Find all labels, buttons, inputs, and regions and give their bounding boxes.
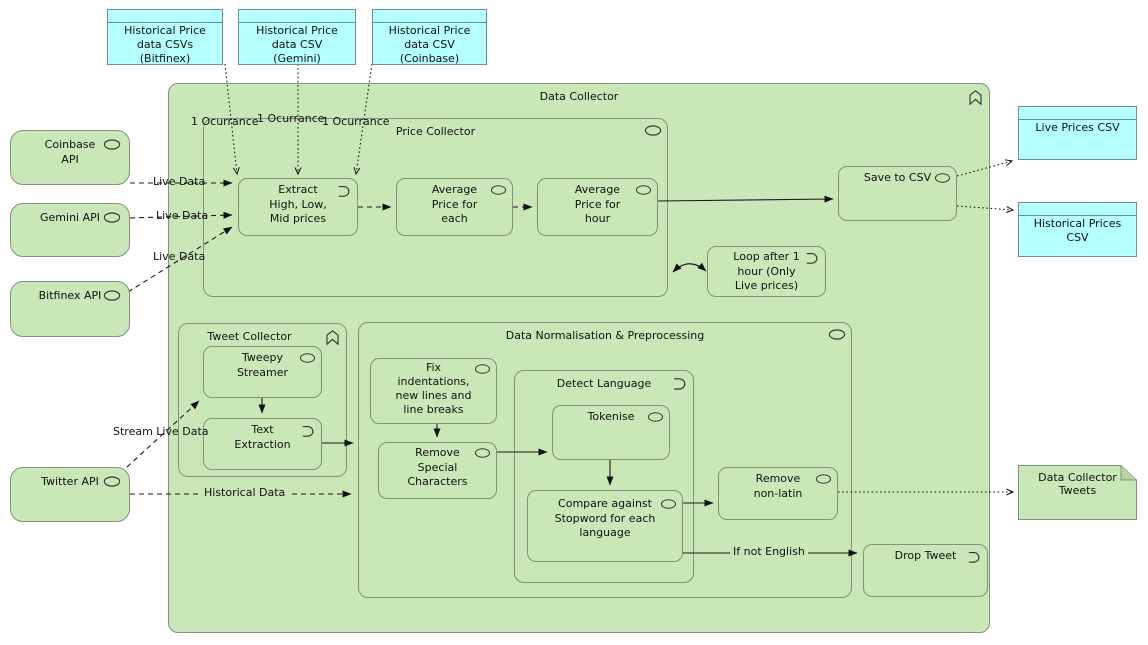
service-ellipse-icon	[103, 138, 121, 151]
interaction-icon	[965, 550, 982, 564]
service-ellipse-icon	[828, 328, 846, 341]
service-ellipse-icon	[644, 124, 662, 137]
node-save-to-csv[interactable]: Save to CSV	[838, 166, 957, 221]
node-coinbase-api[interactable]: Coinbase API	[10, 130, 130, 185]
artifact-historical-csv-gemini[interactable]: Historical Price data CSV (Gemini)	[238, 9, 356, 65]
service-ellipse-icon	[490, 184, 507, 196]
node-text-extraction[interactable]: Text Extraction	[203, 418, 322, 470]
artifact-header-band	[373, 10, 486, 23]
node-label: Average Price for each	[431, 183, 478, 225]
node-label: Average Price for hour	[574, 183, 621, 225]
edge-label-ocurrance-1: 1 Ocurrance	[191, 115, 259, 128]
node-label: Save to CSV	[863, 171, 932, 184]
artifact-historical-prices-csv[interactable]: Historical Prices CSV	[1018, 202, 1137, 257]
artifact-historical-csv-bitfinex[interactable]: Historical Price data CSVs (Bitfinex)	[107, 9, 223, 65]
artifact-label: Historical Prices CSV	[1033, 217, 1122, 244]
node-label: Tokenise	[587, 410, 635, 423]
interaction-icon	[803, 251, 820, 265]
interaction-icon	[335, 184, 352, 198]
node-fix-indentations[interactable]: Fix indentations, new lines and line bre…	[370, 358, 497, 424]
node-extract-prices[interactable]: Extract High, Low, Mid prices	[238, 178, 358, 236]
node-label: Bitfinex API	[38, 289, 102, 302]
artifact-header-band	[108, 10, 222, 23]
service-ellipse-icon	[299, 352, 316, 364]
interaction-icon	[670, 376, 688, 391]
service-ellipse-icon	[815, 473, 832, 485]
node-label: Drop Tweet	[894, 549, 957, 562]
edge-label-if-not-english: If not English	[730, 545, 808, 558]
service-ellipse-icon	[103, 211, 121, 224]
artifact-historical-csv-coinbase[interactable]: Historical Price data CSV (Coinbase)	[372, 9, 487, 65]
node-tokenise[interactable]: Tokenise	[552, 405, 670, 460]
node-average-price-each[interactable]: Average Price for each	[396, 178, 513, 236]
artifact-header-band	[1019, 203, 1136, 216]
service-ellipse-icon	[635, 184, 652, 196]
node-label: Extract High, Low, Mid prices	[269, 183, 327, 225]
service-ellipse-icon	[660, 498, 677, 510]
node-label: Twitter API	[41, 475, 99, 488]
node-label: Remove non-latin	[753, 472, 803, 500]
node-compare-stopword[interactable]: Compare against Stopword for each langua…	[527, 490, 683, 562]
edge-label-historical-data: Historical Data	[201, 486, 289, 499]
container-title: Detect Language	[556, 377, 652, 390]
folded-corner-icon	[1120, 465, 1137, 481]
artifact-header-band	[239, 10, 355, 23]
container-title: Data Collector	[539, 90, 619, 103]
folded-corner-shape	[1018, 465, 1137, 520]
node-label: Text Extraction	[234, 423, 291, 451]
artifact-label: Historical Price data CSV (Gemini)	[256, 24, 338, 65]
node-bitfinex-api[interactable]: Bitfinex API	[10, 281, 130, 337]
node-tweepy-streamer[interactable]: Tweepy Streamer	[203, 346, 322, 398]
artifact-label: Historical Price data CSV (Coinbase)	[388, 24, 471, 65]
container-title: Data Normalisation & Preprocessing	[505, 329, 705, 342]
service-ellipse-icon	[474, 447, 491, 459]
service-ellipse-icon	[647, 411, 664, 423]
node-label: Compare against Stopword for each langua…	[554, 497, 656, 539]
node-label: Fix indentations, new lines and line bre…	[395, 361, 472, 416]
node-label: Remove Special Characters	[407, 446, 468, 488]
container-title: Price Collector	[395, 125, 476, 138]
service-ellipse-icon	[474, 363, 491, 375]
node-label: Gemini API	[40, 211, 100, 224]
note-label: Data Collector Tweets	[1038, 471, 1117, 497]
edge-label-ocurrance-3: 1 Ocurrance	[322, 115, 390, 128]
chevron-banner-icon	[967, 89, 984, 106]
edge-label-live-data-2: Live Data	[156, 209, 209, 222]
node-remove-non-latin[interactable]: Remove non-latin	[718, 467, 838, 520]
artifact-header-band	[1019, 107, 1136, 120]
node-loop-after-hour[interactable]: Loop after 1 hour (Only Live prices)	[707, 246, 826, 297]
service-ellipse-icon	[103, 289, 121, 302]
chevron-banner-icon	[324, 329, 341, 346]
service-ellipse-icon	[934, 172, 951, 184]
node-average-price-hour[interactable]: Average Price for hour	[537, 178, 658, 236]
service-ellipse-icon	[103, 475, 121, 488]
artifact-label: Historical Price data CSVs (Bitfinex)	[124, 24, 206, 65]
edge-label-live-data-3: Live Data	[153, 250, 206, 263]
node-remove-special-characters[interactable]: Remove Special Characters	[378, 442, 497, 499]
node-gemini-api[interactable]: Gemini API	[10, 203, 130, 257]
node-label: Coinbase API	[44, 138, 96, 166]
artifact-label: Live Prices CSV	[1035, 121, 1120, 134]
container-title: Tweet Collector	[207, 330, 292, 343]
node-label: Loop after 1 hour (Only Live prices)	[733, 250, 800, 292]
artifact-live-prices-csv[interactable]: Live Prices CSV	[1018, 106, 1137, 160]
edge-label-ocurrance-2: 1 Ocurrance	[257, 112, 325, 125]
edge-label-stream-live-data: Stream Live Data	[113, 425, 209, 438]
node-drop-tweet[interactable]: Drop Tweet	[863, 544, 988, 597]
node-twitter-api[interactable]: Twitter API	[10, 467, 130, 522]
interaction-icon	[299, 424, 316, 438]
edge-label-live-data-1: Live Data	[153, 175, 206, 188]
note-data-collector-tweets[interactable]: Data Collector Tweets	[1018, 465, 1137, 520]
node-label: Tweepy Streamer	[236, 351, 289, 379]
